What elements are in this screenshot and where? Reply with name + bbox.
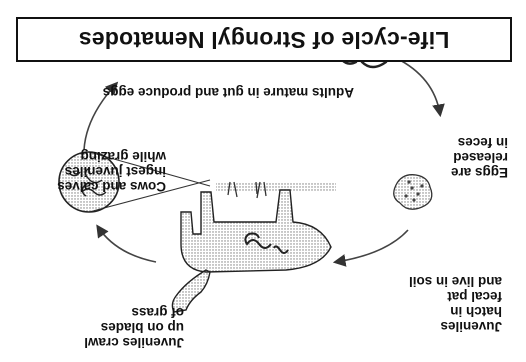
label-crawl: Juveniles crawl up on blades of grass (34, 305, 184, 350)
diagram-title: Life-cycle of Strongyl Nematodes (79, 26, 450, 53)
arrow-adults-to-eggs (98, 227, 156, 262)
label-eggs: Eggs are released in feces (388, 135, 508, 180)
cow-illustration (172, 182, 336, 312)
arrow-crawl-to-ingest (396, 58, 440, 114)
arrow-ingest-to-adults (336, 230, 408, 262)
label-adults: Adults mature in gut and produce eggs (74, 85, 354, 100)
title-box: Life-cycle of Strongyl Nematodes (16, 17, 512, 62)
label-hatch: Juveniles hatch in fecal pat and live in… (362, 274, 502, 334)
cow-body (181, 190, 331, 272)
label-ingest: Cows and calves ingest juveniles while g… (6, 149, 166, 194)
